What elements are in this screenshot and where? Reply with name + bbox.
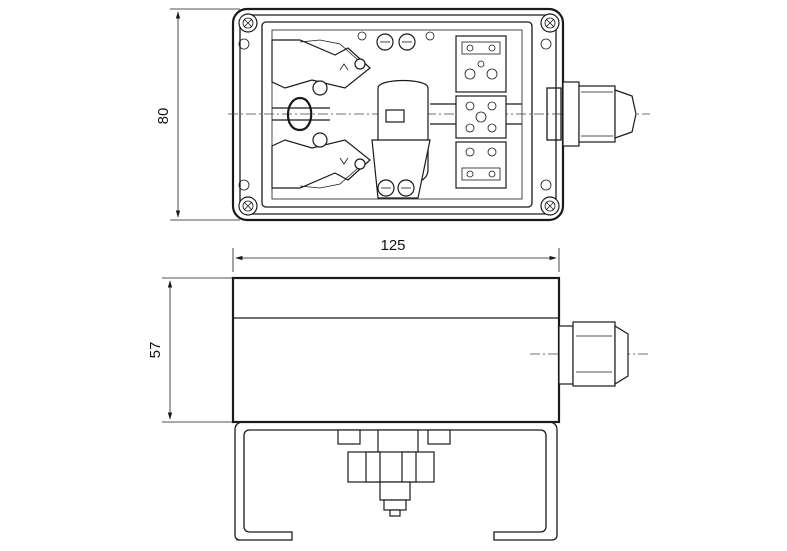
corner-screw-bl — [238, 196, 258, 216]
dimension-label-80: 80 — [155, 108, 172, 125]
corner-screw-tr — [540, 13, 560, 33]
dimension-label-57: 57 — [147, 342, 164, 359]
dimension-height-side: 57 — [147, 277, 240, 423]
rotary-lever — [371, 79, 431, 199]
dimension-width: 125 — [232, 237, 560, 272]
cable-gland-side — [558, 321, 629, 387]
corner-screw-tl — [238, 13, 258, 33]
actuator-shaft — [337, 429, 451, 517]
cable-gland-top — [546, 81, 637, 147]
terminal-block-middle — [455, 95, 507, 139]
dimension-label-125: 125 — [380, 237, 405, 254]
terminal-block-bottom — [455, 141, 507, 189]
terminal-block-top — [455, 35, 507, 93]
corner-screw-br — [540, 196, 560, 216]
mounting-bracket — [234, 421, 558, 541]
top-view: 80 — [155, 7, 650, 222]
switch-upper — [271, 39, 371, 96]
switch-lower — [271, 132, 371, 189]
dimension-height-top: 80 — [155, 8, 240, 221]
side-view: 57 — [147, 276, 650, 541]
